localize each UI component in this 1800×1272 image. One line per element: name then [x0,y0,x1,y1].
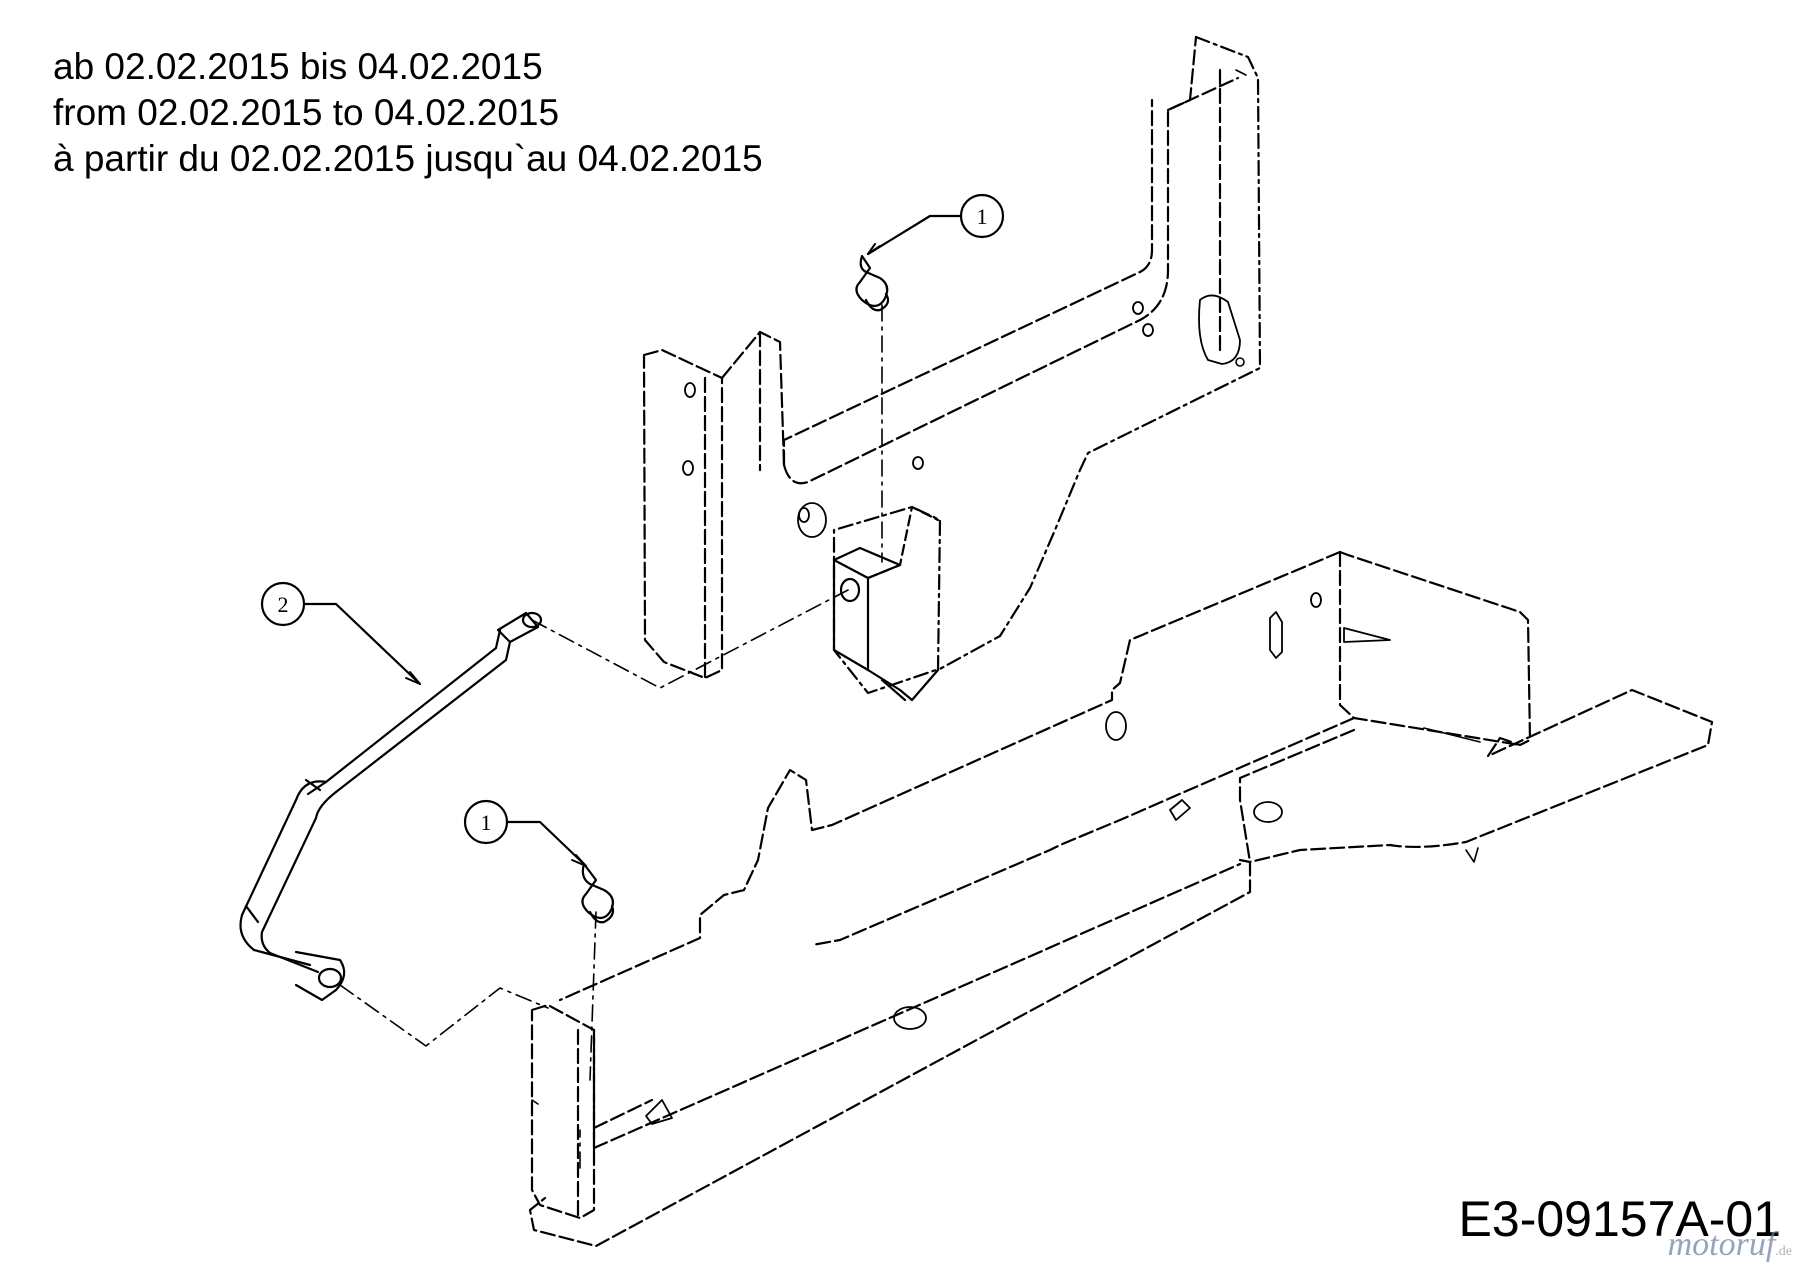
part-code-label: E3-09157A-01 [1458,1191,1781,1247]
validity-line-en: from 02.02.2015 to 04.02.2015 [53,92,560,133]
assembly-centre-lines [339,304,883,1169]
pivot-block [832,505,940,702]
watermark-suffix: .de [1775,1244,1792,1259]
callout-1-bottom-number: 1 [481,810,492,835]
clip-part-1-bottom [581,862,615,924]
validity-text-block: ab 02.02.2015 bis 04.02.2015 from 02.02.… [53,44,763,182]
callout-1-top: 1 [866,193,1005,256]
clip-part-1-top [855,254,890,312]
callout-1-top-number: 1 [977,204,988,229]
callout-2-number: 2 [278,592,289,617]
lower-plate [528,550,1714,1248]
callout-1-bottom: 1 [463,799,588,868]
watermark-text: motoruf [1667,1226,1776,1263]
watermark-logo: motoruf.de [1668,1226,1792,1264]
validity-line-fr: à partir du 02.02.2015 jusqu`au 04.02.20… [53,138,763,179]
validity-line-de: ab 02.02.2015 bis 04.02.2015 [53,46,543,87]
callout-2: 2 [260,581,422,686]
upper-bracket [642,35,1262,695]
rod-part-2 [239,611,543,1002]
